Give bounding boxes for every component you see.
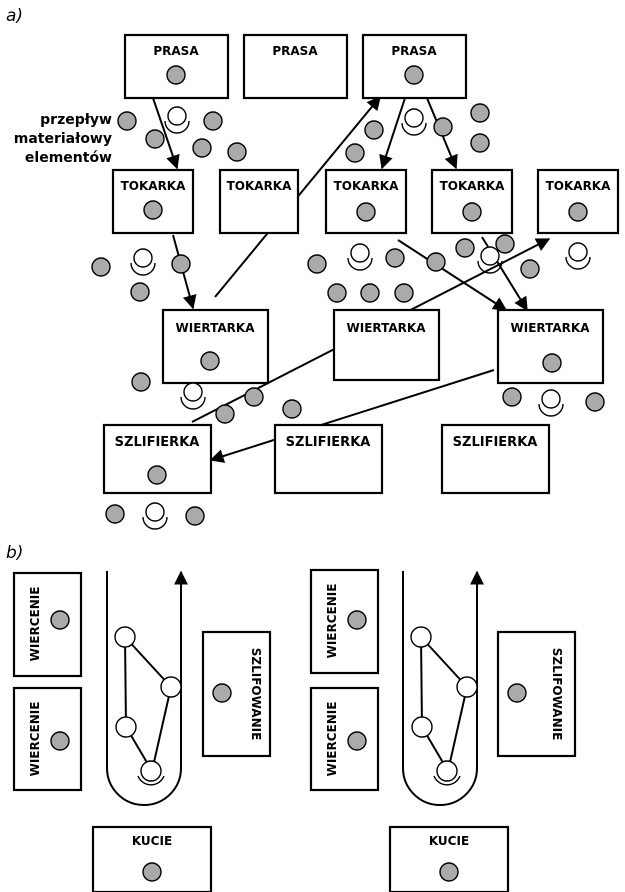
operation-dot — [50, 610, 70, 630]
machine-tokarka-1: TOKARKA — [111, 168, 195, 235]
machine-label: WIERTARKA — [347, 321, 427, 335]
machine-prasa-1: PRASA — [123, 33, 230, 100]
machine-tokarka-4: TOKARKA — [430, 168, 514, 235]
station-label: SZLIFOWANIE — [249, 648, 263, 741]
station-label: SZLIFOWANIE — [550, 648, 564, 741]
parts-group-5 — [131, 372, 302, 424]
machine-tokarka-3: TOKARKA — [324, 168, 408, 235]
machine-szlifierka-1: SZLIFIERKA — [102, 423, 213, 495]
parts-group-1 — [117, 106, 247, 162]
station-label: WIERCENIE — [325, 702, 339, 777]
machine-label: TOKARKA — [227, 179, 293, 193]
station-wiercenie-1: WIERCENIE — [309, 568, 380, 675]
station-label: WIERCENIE — [28, 702, 42, 777]
machine-wiertarka-3: WIERTARKA — [496, 308, 605, 385]
station-label: WIERCENIE — [325, 584, 339, 659]
machine-label: SZLIFIERKA — [453, 435, 538, 450]
panel-b-label: b) — [6, 543, 23, 563]
operation-dot — [542, 353, 562, 373]
operation-dot — [347, 610, 367, 630]
machine-label: PRASA — [391, 44, 437, 58]
panel-a-label: a) — [6, 6, 23, 26]
cell-2: WIERCENIE WIERCENIE SZLIFOWANIE KUCIE — [309, 568, 577, 892]
operation-dot — [347, 731, 367, 751]
machine-prasa-2: PRASA — [242, 33, 349, 100]
operation-dot — [404, 65, 424, 85]
machine-label: WIERTARKA — [176, 321, 256, 335]
cell-1: WIERCENIE WIERCENIE SZLIFOWANIE KUCIE — [12, 570, 272, 892]
note-line-2: materiałowy — [14, 131, 112, 147]
machine-label: SZLIFIERKA — [115, 435, 200, 450]
operation-dot — [439, 862, 459, 882]
u-shaped-path — [106, 570, 188, 806]
operation-dot — [166, 65, 186, 85]
station-kucie: KUCIE — [388, 825, 510, 892]
parts-group-2 — [345, 103, 490, 163]
u-shaped-path — [402, 570, 484, 806]
station-szlifowanie: SZLIFOWANIE — [496, 630, 577, 758]
operation-dot — [143, 200, 163, 220]
parts-group-4 — [307, 234, 591, 303]
machine-label: TOKARKA — [334, 179, 400, 193]
note-line-3: elementów — [25, 150, 112, 166]
operation-dot — [568, 202, 588, 222]
parts-group-6 — [502, 387, 605, 417]
station-wiercenie-2: WIERCENIE — [12, 686, 83, 792]
station-label: WIERCENIE — [28, 587, 42, 662]
operation-dot — [147, 465, 167, 485]
machine-szlifierka-3: SZLIFIERKA — [440, 423, 551, 495]
machine-tokarka-2: TOKARKA — [218, 168, 300, 235]
machine-prasa-3: PRASA — [361, 33, 468, 100]
operation-dot — [462, 202, 482, 222]
machine-wiertarka-1: WIERTARKA — [161, 308, 270, 385]
machine-label: TOKARKA — [546, 179, 612, 193]
operation-dot — [142, 862, 162, 882]
operation-dot — [507, 683, 527, 703]
operation-dot — [200, 351, 220, 371]
station-label: KUCIE — [429, 834, 469, 848]
machine-label: TOKARKA — [440, 179, 506, 193]
machine-szlifierka-2: SZLIFIERKA — [273, 423, 384, 495]
parts-group-7 — [105, 502, 205, 530]
station-wiercenie-2: WIERCENIE — [309, 686, 380, 792]
operation-dot — [50, 731, 70, 751]
operation-dot — [356, 202, 376, 222]
machine-label: SZLIFIERKA — [286, 435, 371, 450]
operation-dot — [212, 683, 232, 703]
station-szlifowanie: SZLIFOWANIE — [201, 630, 272, 758]
machine-wiertarka-2: WIERTARKA — [332, 308, 441, 382]
machine-label: PRASA — [272, 44, 318, 58]
station-wiercenie-1: WIERCENIE — [12, 571, 83, 678]
machine-label: WIERTARKA — [511, 321, 591, 335]
machine-tokarka-5: TOKARKA — [536, 168, 620, 235]
note-line-1: przepływ — [40, 112, 112, 128]
machine-label: PRASA — [153, 44, 199, 58]
flow-note: przepływ materiałowy elementów — [14, 112, 112, 166]
parts-group-3 — [91, 248, 191, 302]
station-kucie: KUCIE — [91, 825, 213, 892]
machine-label: TOKARKA — [121, 179, 187, 193]
station-label: KUCIE — [132, 834, 172, 848]
